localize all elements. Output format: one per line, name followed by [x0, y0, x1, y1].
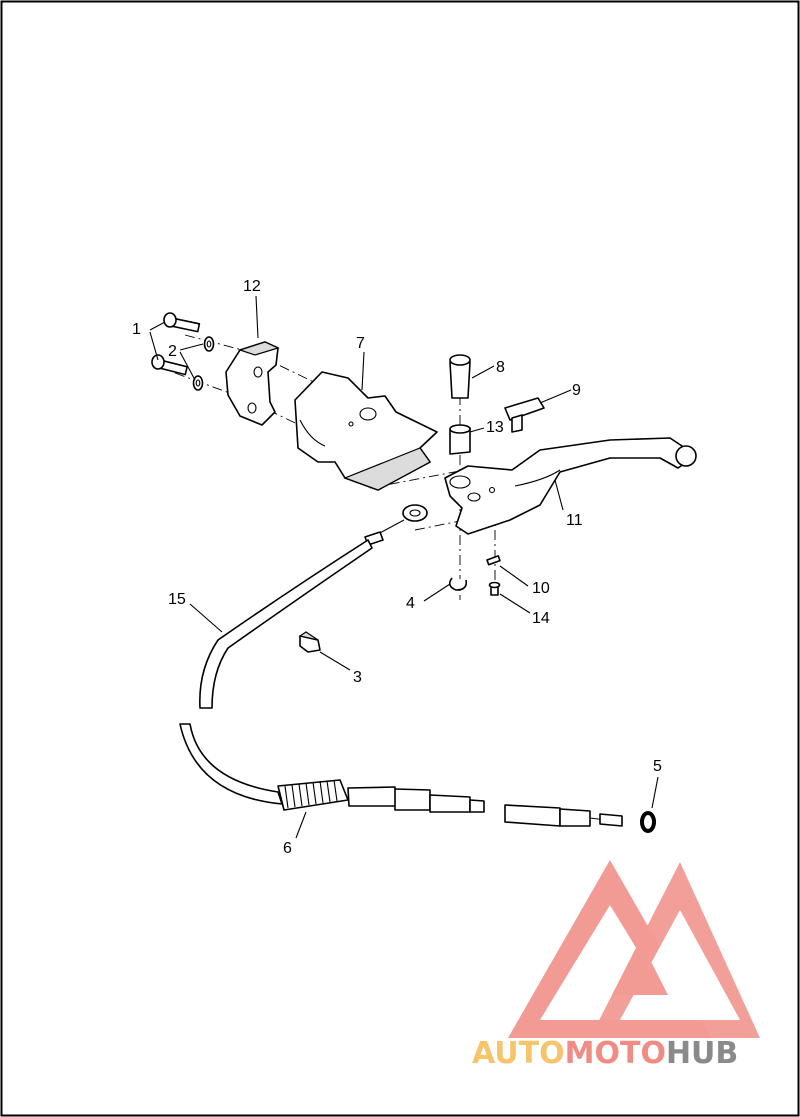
- o-ring: [640, 811, 656, 833]
- watermark-text: AUTOMOTOHUB: [472, 1036, 738, 1071]
- callout-1: 1: [132, 321, 141, 338]
- clutch-lever: [444, 437, 697, 535]
- clutch-cable: [179, 504, 623, 827]
- cable-end-fitting: [504, 804, 623, 827]
- small-screw: [488, 581, 501, 596]
- callout-9: 9: [572, 382, 581, 399]
- callout-8: 8: [496, 359, 505, 376]
- watermark-hub: HUB: [666, 1036, 738, 1071]
- callout-14: 14: [532, 610, 550, 627]
- callout-3: 3: [353, 669, 362, 686]
- callout-5: 5: [653, 758, 662, 775]
- washer-lower: [192, 375, 204, 391]
- callout-4: 4: [406, 595, 415, 612]
- lever-bracket: [294, 371, 438, 491]
- callout-13: 13: [486, 419, 504, 436]
- callout-7: 7: [356, 335, 365, 352]
- callout-11: 11: [566, 512, 583, 529]
- retaining-ring: [448, 577, 468, 591]
- screw-lower: [151, 354, 188, 376]
- watermark-moto: MOTO: [565, 1036, 666, 1071]
- callout-labels: 1 2 3 4 5 6 7 8 9 10 11 12 13 14 15: [132, 278, 662, 857]
- screw-upper: [163, 312, 201, 333]
- callout-6: 6: [283, 840, 292, 857]
- leader-lines: [149, 295, 659, 839]
- callout-2: 2: [168, 343, 177, 360]
- watermark-logo: [508, 860, 760, 1038]
- bushing: [449, 424, 471, 455]
- clamp: [225, 341, 280, 426]
- cable-adjuster: [277, 779, 485, 813]
- washer-upper: [203, 336, 215, 352]
- lever-pin: [486, 555, 501, 566]
- callout-12: 12: [243, 278, 261, 295]
- watermark-auto: AUTO: [472, 1036, 565, 1071]
- pivot-pin: [449, 354, 471, 399]
- callout-15: 15: [168, 591, 186, 608]
- callout-10: 10: [532, 580, 550, 597]
- cable-clip: [298, 631, 321, 653]
- lever-button: [504, 397, 545, 433]
